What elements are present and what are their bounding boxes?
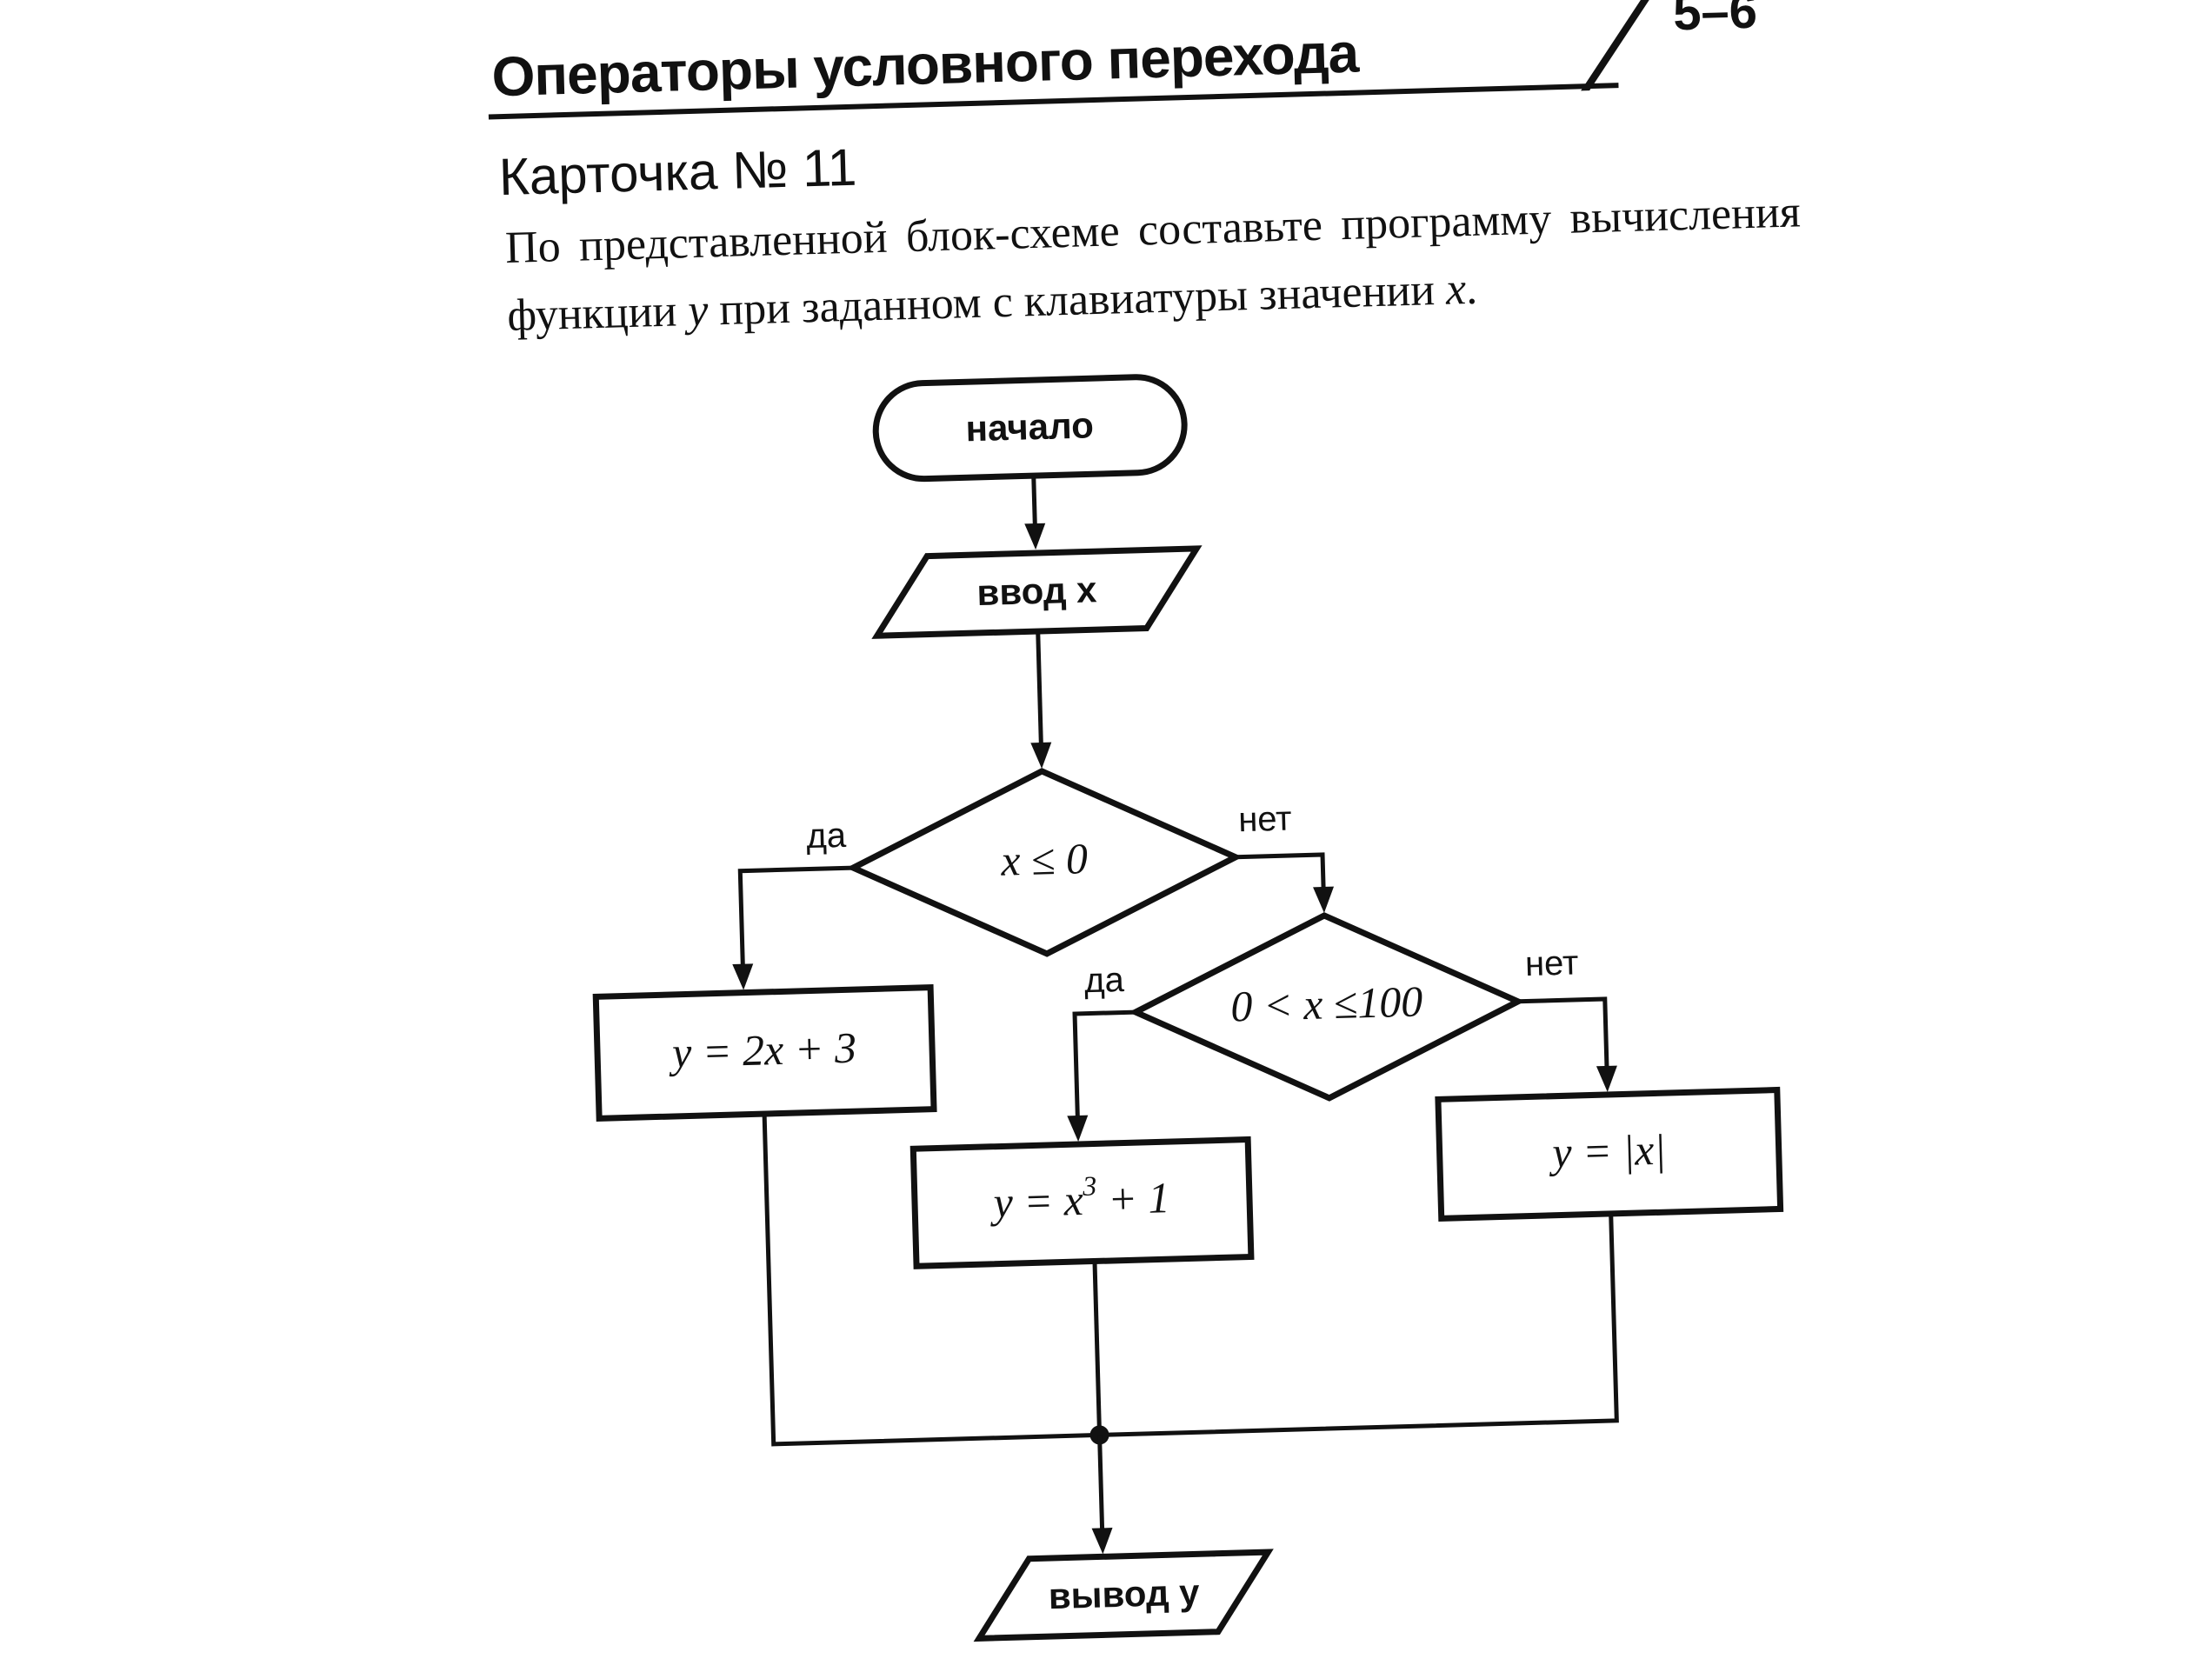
formula-2-exponent: 3 xyxy=(1082,1170,1097,1202)
connector-merge-output xyxy=(1097,1435,1105,1544)
formula-1-block: y = 2x + 3 xyxy=(592,984,937,1122)
arrow-cond2-no xyxy=(1596,1065,1617,1092)
condition-2-no-label: нет xyxy=(1524,943,1579,983)
connector-cond1-no xyxy=(1235,852,1327,903)
formula-3-block: y = |x| xyxy=(1435,1086,1784,1222)
start-block: начало xyxy=(872,374,1188,483)
formula-2-tail: + 1 xyxy=(1096,1174,1170,1224)
connector-formula1-merge xyxy=(762,1113,1100,1447)
formula-2-base: y = x xyxy=(989,1176,1084,1227)
arrow-cond2-yes xyxy=(1067,1115,1089,1142)
output-label: вывод y xyxy=(1048,1571,1201,1616)
start-label: начало xyxy=(965,404,1094,449)
connector-cond1-yes xyxy=(737,865,854,980)
arrow-merge-output xyxy=(1091,1528,1113,1555)
arrow-cond1-yes xyxy=(732,963,754,990)
arrow-start-input xyxy=(1024,523,1046,550)
condition-1-no-label: нет xyxy=(1238,800,1293,840)
condition-2-diamond xyxy=(1128,912,1525,1102)
arrow-input-cond1 xyxy=(1030,742,1052,769)
formula-3-label: y = |x| xyxy=(1548,1125,1667,1177)
formula-1-box xyxy=(592,984,937,1122)
connector-cond2-yes xyxy=(1072,1009,1136,1132)
output-parallelogram xyxy=(973,1549,1274,1642)
condition-1-diamond xyxy=(846,768,1243,957)
start-terminator xyxy=(872,374,1188,483)
condition-1-yes-label: да xyxy=(806,816,848,856)
formula-2-block: y = x3 + 1 xyxy=(909,1136,1255,1269)
condition-2-yes-label: да xyxy=(1084,961,1126,1000)
formula-2-box xyxy=(909,1136,1255,1269)
connectors xyxy=(732,476,1619,1555)
input-parallelogram xyxy=(871,545,1203,639)
connector-formula2-merge xyxy=(1092,1261,1103,1436)
connector-formula3-merge xyxy=(1099,1213,1619,1437)
condition-1-label: x ≤ 0 xyxy=(999,834,1088,885)
formula-2-label: y = x3 + 1 xyxy=(989,1168,1171,1227)
formula-3-box xyxy=(1435,1086,1784,1222)
connector-cond2-no xyxy=(1517,996,1609,1082)
connector-input-cond1 xyxy=(1036,630,1044,759)
condition-1-block: x ≤ 0 да нет xyxy=(806,768,1293,957)
input-block: ввод x xyxy=(871,545,1203,639)
formula-1-label: y = 2x + 3 xyxy=(667,1023,856,1077)
input-label: ввод x xyxy=(976,569,1098,613)
condition-2-label: 0 < x ≤100 xyxy=(1230,976,1423,1030)
condition-2-block: 0 < x ≤100 да нет xyxy=(1084,912,1579,1102)
arrow-cond1-no xyxy=(1313,886,1335,913)
output-block: вывод y xyxy=(973,1549,1274,1642)
